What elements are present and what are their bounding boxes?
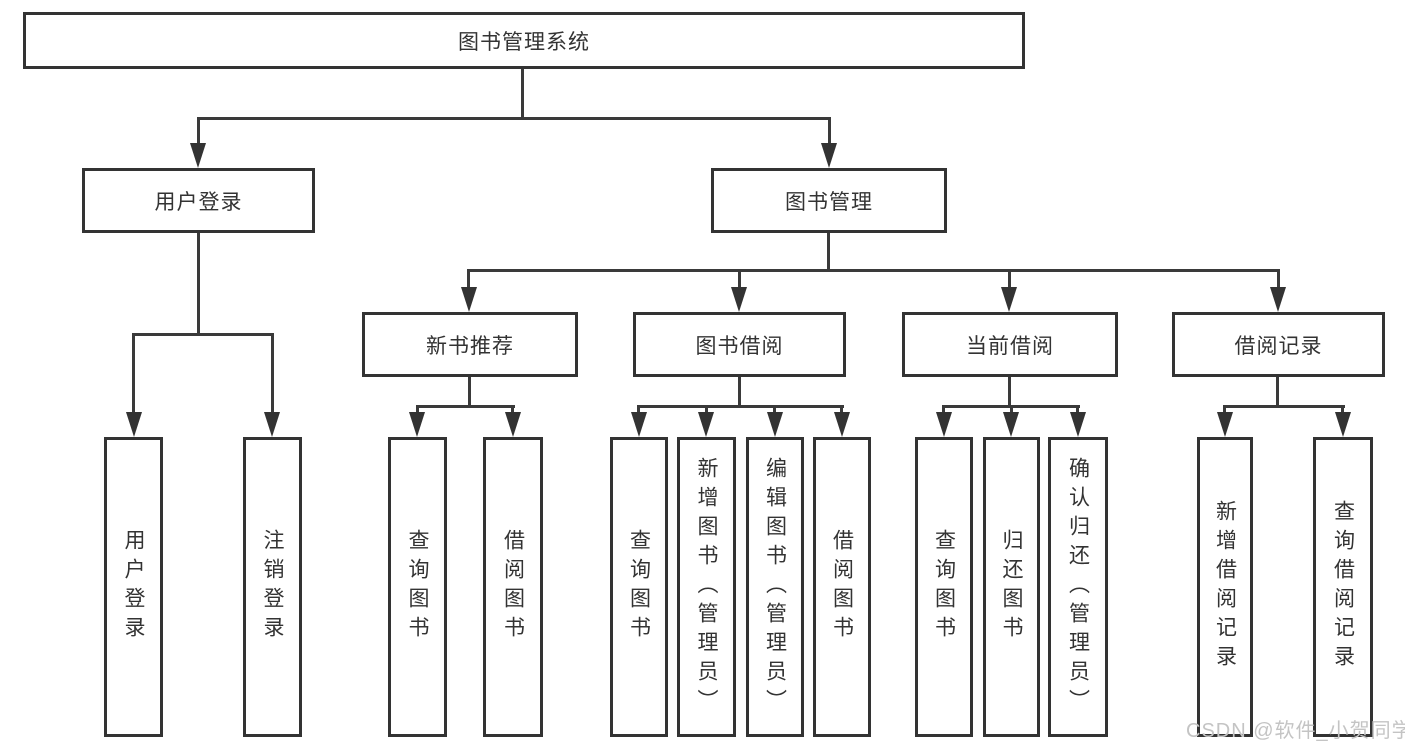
arrow-down-icon (731, 287, 747, 312)
connector-line (705, 405, 708, 413)
node-book-borrowing: 图书借阅 (633, 312, 846, 377)
node-label: 用户登录 (154, 190, 243, 214)
node-book-management: 图书管理 (711, 168, 947, 233)
arrow-down-icon (461, 287, 477, 312)
leaf-confirm-return-admin: 确认归还（管理员） (1048, 437, 1108, 737)
connector-branch (637, 405, 844, 408)
node-label: 查询图书 (932, 529, 956, 645)
connector-line (467, 269, 470, 287)
node-label: 图书管理 (785, 190, 873, 214)
node-label: 借阅记录 (1234, 334, 1323, 358)
leaf-query-books-current: 查询图书 (915, 437, 973, 737)
arrow-down-icon (936, 412, 952, 437)
connector-book-mgmt-stem (827, 233, 830, 271)
connector-line (132, 333, 135, 412)
connector-line (840, 405, 843, 413)
arrow-down-icon (1003, 412, 1019, 437)
node-user-login: 用户登录 (82, 168, 315, 233)
connector-line (637, 405, 640, 413)
node-new-book-recommendation: 新书推荐 (362, 312, 578, 377)
arrow-down-icon (1270, 287, 1286, 312)
leaf-logout: 注销登录 (243, 437, 302, 737)
node-label: 新增借阅记录 (1213, 500, 1237, 674)
node-current-borrowing: 当前借阅 (902, 312, 1118, 377)
connector-line (1076, 405, 1079, 413)
node-label: 借阅图书 (830, 529, 854, 645)
connector-line (1277, 269, 1280, 287)
leaf-borrow-books-recommend: 借阅图书 (483, 437, 543, 737)
node-label: 图书管理系统 (458, 30, 590, 54)
connector-user-login-stem (197, 233, 200, 335)
leaf-edit-books-admin: 编辑图书（管理员） (746, 437, 804, 737)
arrow-down-icon (631, 412, 647, 437)
arrow-down-icon (1217, 412, 1233, 437)
leaf-query-borrow-record: 查询借阅记录 (1313, 437, 1373, 737)
connector-line (942, 405, 945, 413)
node-label: 新书推荐 (426, 334, 514, 358)
connector-line (828, 117, 831, 145)
connector-stem (1276, 377, 1279, 407)
node-label: 用户登录 (122, 529, 145, 645)
connector-user-login-branch (132, 333, 274, 336)
arrow-down-icon (834, 412, 850, 437)
node-borrowing-records: 借阅记录 (1172, 312, 1385, 377)
connector-branch (1223, 405, 1345, 408)
node-label: 图书借阅 (695, 334, 784, 358)
arrow-down-icon (1070, 412, 1086, 437)
leaf-add-books-admin: 新增图书（管理员） (677, 437, 736, 737)
leaf-query-books-recommend: 查询图书 (388, 437, 447, 737)
connector-line (271, 333, 274, 412)
leaf-return-books: 归还图书 (983, 437, 1040, 737)
connector-stem (1008, 377, 1011, 407)
leaf-add-borrow-record: 新增借阅记录 (1197, 437, 1253, 737)
node-label: 新增图书（管理员） (695, 456, 718, 718)
arrow-down-icon (767, 412, 783, 437)
connector-line (738, 269, 741, 287)
leaf-query-books-borrow: 查询图书 (610, 437, 668, 737)
arrow-down-icon (190, 143, 206, 168)
connector-branch (416, 405, 515, 408)
connector-line (773, 405, 776, 413)
arrow-down-icon (409, 412, 425, 437)
connector-line (1010, 405, 1013, 413)
node-label: 确认归还（管理员） (1066, 456, 1090, 718)
csdn-watermark: CSDN @软件_小贺同学 (1186, 720, 1405, 742)
connector-line (1223, 405, 1226, 413)
connector-line (1341, 405, 1344, 413)
node-label: 借阅图书 (501, 529, 525, 645)
arrow-down-icon (1001, 287, 1017, 312)
connector-book-mgmt-branch (467, 269, 1279, 272)
connector-stem (738, 377, 741, 407)
arrow-down-icon (505, 412, 521, 437)
node-label: 归还图书 (1000, 529, 1023, 645)
arrow-down-icon (126, 412, 142, 437)
node-label: 查询借阅记录 (1331, 500, 1355, 674)
connector-root-stem (521, 69, 524, 118)
arrow-down-icon (1335, 412, 1351, 437)
node-label: 查询图书 (627, 529, 651, 645)
arrow-down-icon (264, 412, 280, 437)
arrow-down-icon (821, 143, 837, 168)
connector-line (197, 117, 200, 145)
connector-root-branch (197, 117, 831, 120)
node-label: 当前借阅 (966, 334, 1054, 358)
leaf-user-login: 用户登录 (104, 437, 163, 737)
node-label: 注销登录 (261, 529, 284, 645)
connector-stem (468, 377, 471, 407)
node-label: 查询图书 (406, 529, 429, 645)
connector-line (511, 405, 514, 413)
leaf-borrow-books: 借阅图书 (813, 437, 871, 737)
node-library-management-system: 图书管理系统 (23, 12, 1025, 69)
connector-line (416, 405, 419, 413)
arrow-down-icon (698, 412, 714, 437)
connector-line (1008, 269, 1011, 287)
node-label: 编辑图书（管理员） (763, 456, 787, 718)
